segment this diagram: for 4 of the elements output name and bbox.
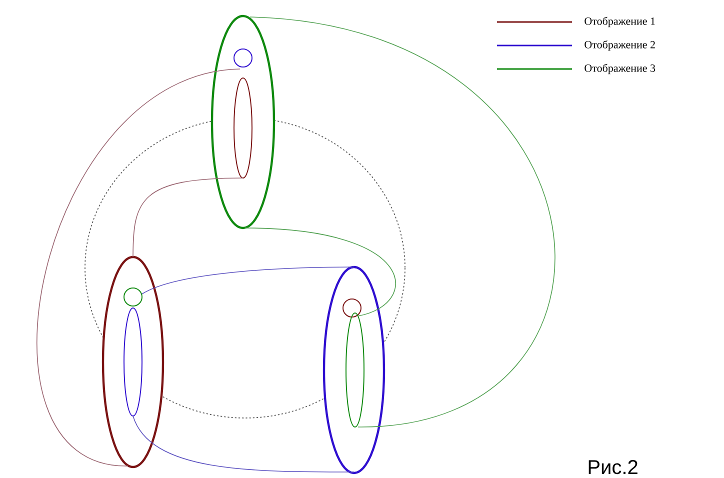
- legend-text: Отображение 1: [584, 16, 655, 28]
- legend-text: Отображение 2: [584, 40, 655, 51]
- legend-text: Отображение 3: [584, 64, 656, 74]
- figure-caption: Рис.2: [588, 460, 638, 474]
